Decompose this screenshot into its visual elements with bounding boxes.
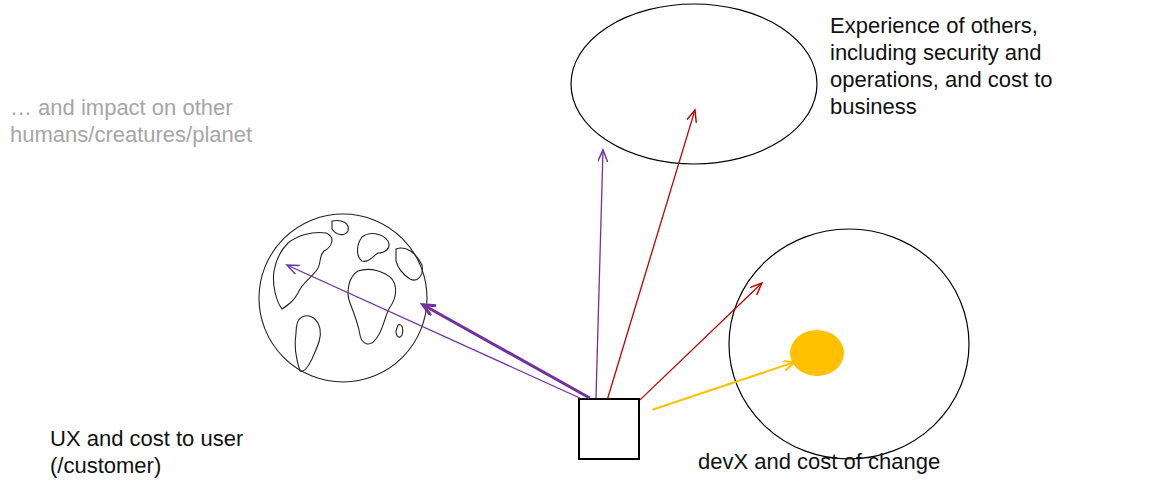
others-label: Experience of others, including security… bbox=[830, 12, 1080, 120]
arrow-connector bbox=[608, 110, 695, 398]
arrow-connector bbox=[596, 150, 603, 398]
arrow-connector bbox=[287, 265, 580, 398]
others-circle: Experience of others, including security… bbox=[570, 3, 818, 165]
devx-label: devX and cost of change bbox=[698, 448, 940, 475]
ux-label: UX and cost to user (/customer) bbox=[50, 425, 272, 479]
impact-note: … and impact on other humans/creatures/p… bbox=[10, 94, 272, 148]
globe-node: … and impact on other humans/creatures/p… bbox=[258, 213, 428, 383]
globe-illustration bbox=[259, 214, 427, 382]
arrow-connector bbox=[652, 362, 795, 410]
focus-dot bbox=[788, 328, 846, 378]
ellipse-outline bbox=[570, 3, 818, 165]
origin-square bbox=[578, 398, 640, 460]
dot-outline bbox=[788, 328, 846, 378]
globe-outline bbox=[258, 213, 428, 383]
arrow-connector bbox=[640, 283, 762, 400]
arrow-connector bbox=[423, 305, 590, 398]
ellipse-outline bbox=[728, 228, 970, 460]
devx-circle: devX and cost of change bbox=[728, 228, 970, 460]
